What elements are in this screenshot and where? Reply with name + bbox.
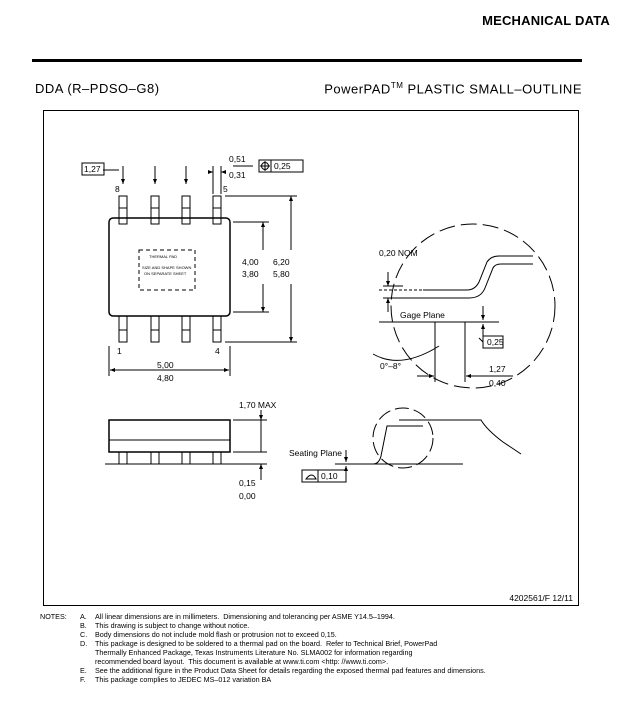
thermal-pad-text-1: THERMAL PAD: [149, 254, 177, 259]
lead-width-min: 0,31: [229, 170, 246, 180]
gage-value: 0,25: [487, 337, 504, 347]
coplanarity-value: 0,10: [321, 471, 338, 481]
package-name-prefix: PowerPAD: [324, 81, 391, 97]
top-leads: [118, 195, 222, 225]
notes-section: NOTES: A.All linear dimensions are in mi…: [40, 612, 610, 684]
coplanarity-box: [301, 469, 347, 483]
total-width-min: 5,80: [273, 269, 290, 279]
thermal-pad-outline: [138, 249, 196, 291]
package-code: DDA (R–PDSO–G8): [35, 81, 160, 96]
thermal-pad-text-3: ON SEPARATE SHEET: [144, 271, 187, 276]
body-length-max: 5,00: [157, 360, 174, 370]
package-body-side: [108, 419, 231, 453]
pin-1-label: 1: [117, 346, 122, 356]
drawing-frame: [43, 110, 579, 606]
notes-label: NOTES:: [40, 612, 67, 621]
mechanical-drawing: 1,27 0,51 0,31 0,25 8 5 1 4 4,00 3,80 6,…: [81, 154, 556, 501]
trademark-mark: TM: [390, 81, 404, 90]
header-rule: [32, 59, 582, 62]
thermal-pad-text-2: SIZE AND SHAPE SHOWN: [142, 265, 191, 270]
pitch-box: [81, 162, 105, 176]
bottom-leads: [118, 315, 222, 343]
note-item: D.This package is designed to be soldere…: [80, 639, 438, 666]
lead-width-max: 0,51: [229, 154, 246, 164]
pin-4-label: 4: [215, 346, 220, 356]
height-max-label: 1,70 MAX: [239, 400, 277, 410]
note-item: F.This package complies to JEDEC MS–012 …: [80, 675, 272, 684]
lead-thickness-label: 0,20 NOM: [379, 248, 418, 258]
pin-8-label: 8: [115, 184, 120, 194]
note-item: C.Body dimensions do not include mold fl…: [80, 630, 337, 639]
foot-length-min: 0,40: [489, 378, 506, 388]
pin-5-label: 5: [223, 184, 228, 194]
gage-plane-label: Gage Plane: [400, 310, 445, 320]
note-item: A.All linear dimensions are in millimete…: [80, 612, 395, 621]
position-tolerance-box: [258, 159, 304, 173]
standoff-max: 0,15: [239, 478, 256, 488]
package-body-top: [108, 217, 231, 317]
note-item: E.See the additional figure in the Produ…: [80, 666, 486, 675]
package-name: PowerPADTM PLASTIC SMALL–OUTLINE: [300, 81, 582, 96]
pitch-label: 1,27: [84, 164, 101, 174]
lead-profile: [423, 255, 533, 291]
body-width-min: 3,80: [242, 269, 259, 279]
position-tolerance-value: 0,25: [274, 161, 291, 171]
note-item: B.This drawing is subject to change with…: [80, 621, 250, 630]
side-lead-profile: [349, 425, 423, 465]
seating-plane-label: Seating Plane: [289, 448, 342, 458]
total-width-max: 6,20: [273, 257, 290, 267]
package-name-suffix: PLASTIC SMALL–OUTLINE: [403, 81, 582, 97]
detail-circle: [390, 223, 556, 389]
angle-label: 0°–8°: [380, 361, 401, 371]
foot-length-max: 1,27: [489, 364, 506, 374]
body-width-max: 4,00: [242, 257, 259, 267]
body-length-min: 4,80: [157, 373, 174, 383]
standoff-min: 0,00: [239, 491, 256, 501]
document-reference: 4202561/F 12/11: [509, 593, 573, 603]
page-header-title: MECHANICAL DATA: [482, 13, 610, 28]
